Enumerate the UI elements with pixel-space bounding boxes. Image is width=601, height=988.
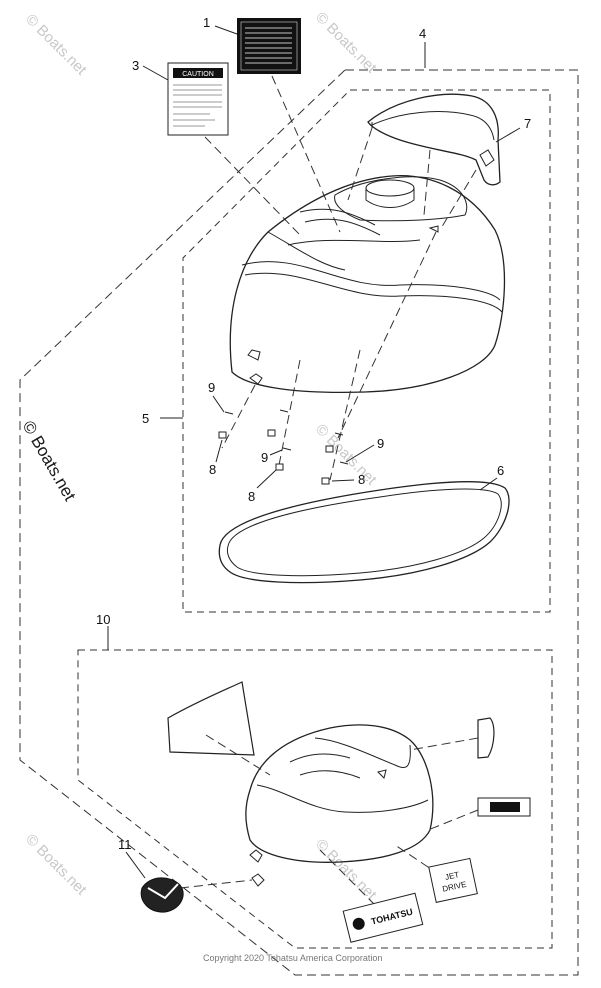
caution-decal: CAUTION <box>167 62 229 136</box>
watermark-layer: © Boats.net © Boats.net © Boats.net © Bo… <box>22 9 380 904</box>
leader-1 <box>214 25 238 35</box>
install-line-fastener-a <box>221 384 256 449</box>
watermark-large: © Boats.net <box>19 418 80 505</box>
install-line-decal-1 <box>271 75 341 233</box>
jet-drive-decal: JET DRIVE <box>428 857 478 903</box>
callout-3: 3 <box>132 58 139 73</box>
jet-decal-line1: JET <box>444 870 460 882</box>
callout-7: 7 <box>524 116 531 131</box>
copyright-notice: Copyright 2020 Tohatsu America Corporati… <box>203 953 382 963</box>
caution-heading: CAUTION <box>182 71 214 78</box>
tohatsu-decal: TOHATSU <box>342 892 424 943</box>
leader-6 <box>479 477 498 491</box>
callout-8a: 8 <box>209 462 216 477</box>
top-cover-lid <box>367 93 501 186</box>
leader-9b <box>269 449 283 456</box>
cowling-seal <box>218 481 510 584</box>
leader-8b <box>256 469 277 489</box>
callout-9c: 9 <box>377 436 384 451</box>
install-line-7b <box>423 149 431 216</box>
callout-9b: 9 <box>261 450 268 465</box>
leader-11 <box>125 851 146 879</box>
emblem <box>140 877 184 913</box>
callout-6: 6 <box>497 463 504 478</box>
leader-8a <box>215 439 223 463</box>
watermark-bottom-center: © Boats.net <box>312 836 380 904</box>
callout-5: 5 <box>142 411 149 426</box>
install-line-fastener-c <box>329 349 361 481</box>
lower-cowling <box>245 724 434 887</box>
leader-8c <box>331 479 355 482</box>
right-decal <box>477 717 495 759</box>
callout-11: 11 <box>118 837 132 852</box>
model-badge-decal <box>477 797 531 817</box>
watermark-top-left: © Boats.net <box>22 11 90 79</box>
install-line-tohatsu-decal <box>319 849 376 906</box>
group-10-outline <box>77 649 553 949</box>
install-line-7a <box>347 127 373 201</box>
callout-8b: 8 <box>248 489 255 504</box>
side-decal-panel <box>167 681 255 756</box>
watermark-bottom-left: © Boats.net <box>22 831 90 899</box>
leader-7 <box>495 127 521 143</box>
warning-decal <box>237 18 301 74</box>
callout-9a: 9 <box>208 380 215 395</box>
watermark-top-center: © Boats.net <box>312 9 380 77</box>
install-line-right-decal <box>409 737 479 751</box>
fasteners <box>218 409 349 485</box>
install-line-badge <box>427 809 479 831</box>
callout-8c: 8 <box>358 472 365 487</box>
install-line-fastener-b <box>277 359 301 471</box>
install-line-decal-3 <box>204 136 301 236</box>
callout-4: 4 <box>419 26 426 41</box>
install-line-side-decal <box>205 734 271 776</box>
leader-9c <box>345 444 375 463</box>
leader-9a <box>212 395 225 413</box>
callout-1: 1 <box>203 15 210 30</box>
callout-10: 10 <box>96 612 110 627</box>
top-cowling <box>229 175 506 393</box>
install-line-emblem <box>179 879 253 889</box>
group-5-outline <box>182 89 551 613</box>
install-line-jet-decal <box>394 844 441 876</box>
install-line-fastener-d <box>337 231 437 439</box>
install-line-7c <box>439 169 477 231</box>
group-4-outline <box>19 69 579 976</box>
leader-3 <box>142 65 169 81</box>
